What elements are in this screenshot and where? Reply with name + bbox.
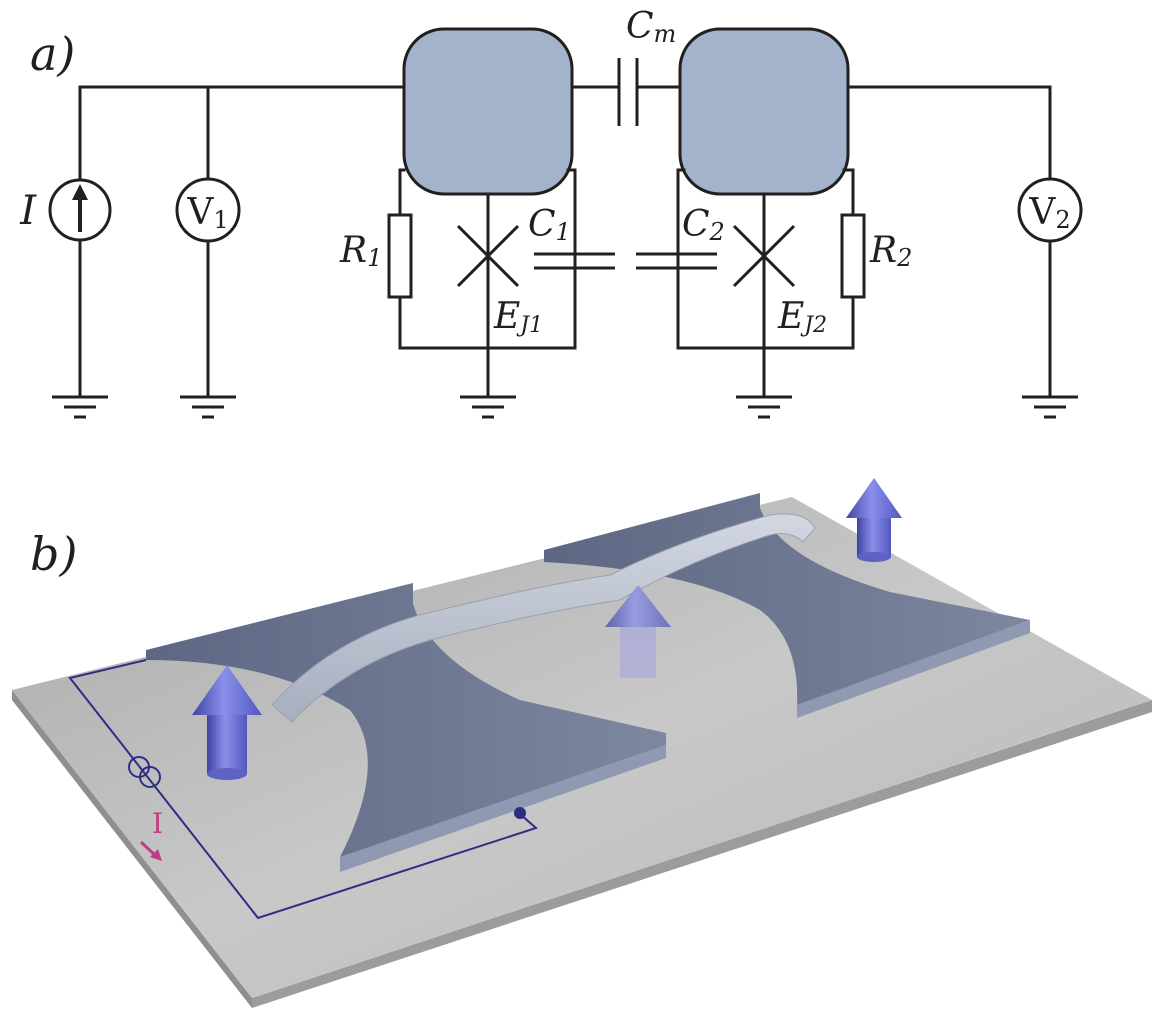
r2-text: R2 xyxy=(869,230,912,272)
capacitor-c2 xyxy=(636,252,717,270)
current-label: I xyxy=(152,807,163,840)
island-2 xyxy=(678,27,850,196)
spin-arrow-middle-icon xyxy=(605,585,671,678)
electrode-right-edge xyxy=(797,620,1030,718)
cm-plates xyxy=(617,58,639,126)
ground-icon xyxy=(52,395,1078,419)
spin-arrow-left-icon xyxy=(192,665,262,780)
c1-text: C1 xyxy=(528,204,571,246)
bridge xyxy=(271,513,816,723)
r1-text: R1 xyxy=(339,230,382,272)
island-1 xyxy=(402,27,574,196)
v2-text: V2 xyxy=(1028,192,1070,234)
resistor-r1 xyxy=(387,213,413,299)
panel-b-device: b) xyxy=(12,478,1152,1008)
source-label: I xyxy=(19,188,37,234)
cm-text: Cm xyxy=(626,6,676,48)
v1-text: V1 xyxy=(186,192,228,234)
electrode-left-edge xyxy=(340,745,666,872)
current-source-icon xyxy=(128,756,161,788)
voltmeter-v1 xyxy=(175,177,241,243)
panel-a-circuit: a) I V1 V2 Cm xyxy=(19,6,1083,419)
voltmeter-v2 xyxy=(1017,177,1083,243)
current-arrowhead-icon xyxy=(150,849,162,861)
circuit-line xyxy=(68,659,538,920)
ej1-text: EJ1 xyxy=(493,296,543,338)
electrode-left xyxy=(146,583,666,857)
junction-ej1-icon xyxy=(456,224,520,288)
c2-text: C2 xyxy=(682,204,725,246)
resistor-r2 xyxy=(840,213,866,299)
panel-a-label: a) xyxy=(30,27,75,81)
ej2-text: EJ2 xyxy=(777,296,827,338)
junction-ej2-icon xyxy=(732,224,796,288)
electrode-right xyxy=(544,493,1030,705)
substrate-edge xyxy=(12,690,252,1008)
contact-dot xyxy=(514,807,526,819)
substrate-front-edge xyxy=(252,700,1152,1008)
capacitor-c1 xyxy=(534,252,615,270)
current-source-arrowhead-icon xyxy=(72,184,88,200)
cell-2-loop xyxy=(676,168,855,397)
spin-arrow-right-icon xyxy=(846,478,902,562)
panel-b-label: b) xyxy=(30,527,77,581)
